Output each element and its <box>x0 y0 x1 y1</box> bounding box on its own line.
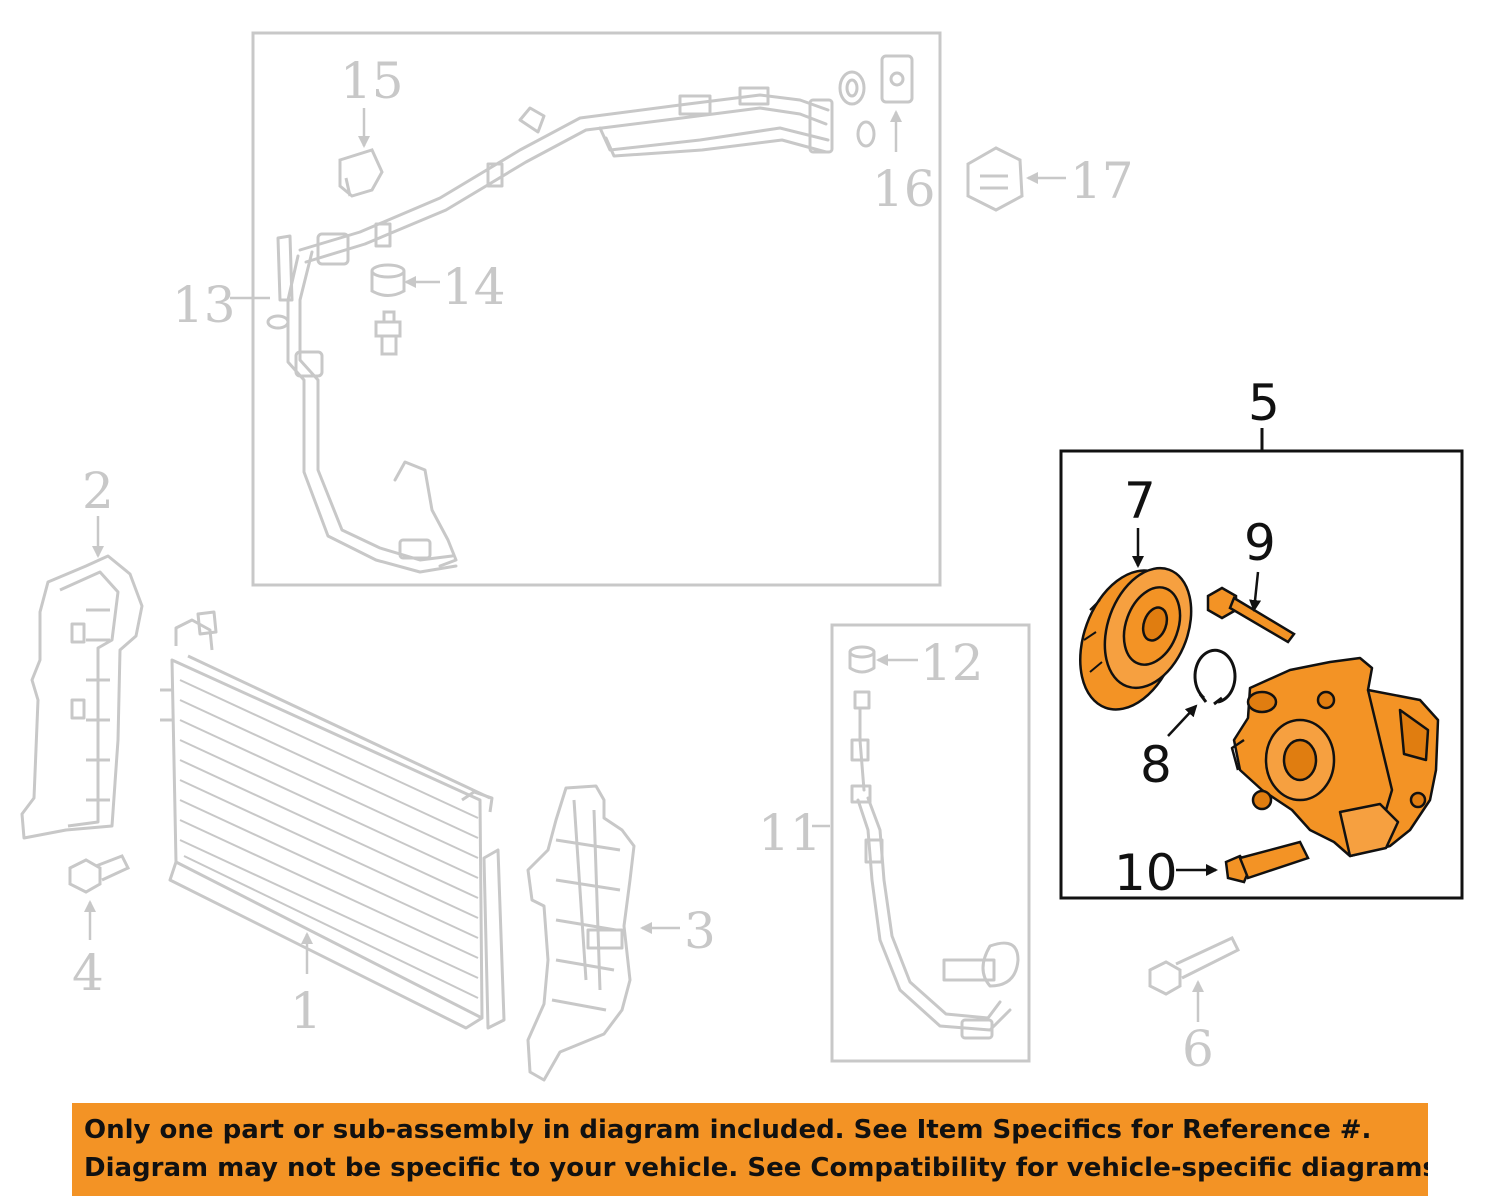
callout-8: 8 <box>1140 736 1172 794</box>
leader-9 <box>1249 571 1262 612</box>
callout-16: 16 <box>872 160 936 218</box>
condenser-fins <box>179 679 479 999</box>
part-7-pulley <box>1079 566 1193 711</box>
callout-3: 3 <box>684 902 716 960</box>
callout-12: 12 <box>920 634 984 692</box>
callout-10: 10 <box>1114 844 1178 902</box>
callout-5: 5 <box>1248 374 1280 432</box>
callout-13: 13 <box>172 276 236 334</box>
callout-1: 1 <box>290 982 322 1040</box>
part-16-valve <box>838 54 914 148</box>
leader-lines <box>84 108 1262 1022</box>
part-15-cap <box>338 148 384 198</box>
disclaimer-line-2: Diagram may not be specific to your vehi… <box>84 1153 1428 1183</box>
ac-line-part <box>266 86 834 574</box>
part-6-bolt <box>1148 936 1241 996</box>
callout-17: 17 <box>1070 152 1134 210</box>
callout-11: 11 <box>758 804 822 862</box>
ac-line-box <box>251 31 942 587</box>
part-10-valve <box>1224 840 1310 884</box>
liquid-line-box <box>830 623 1031 1063</box>
part-17-switch <box>966 146 1024 212</box>
callout-6: 6 <box>1182 1020 1214 1078</box>
disclaimer-line-1: Only one part or sub-assembly in diagram… <box>84 1115 1372 1145</box>
compressor-body <box>1230 656 1440 858</box>
part-9-bolt <box>1206 586 1296 644</box>
disclaimer-banner: Only one part or sub-assembly in diagram… <box>72 1103 1428 1196</box>
callout-14: 14 <box>442 258 506 316</box>
part-1-condenser <box>160 610 506 1030</box>
callout-2: 2 <box>82 462 114 520</box>
part-3-air-guide <box>526 784 636 1082</box>
leader-8 <box>1167 704 1198 737</box>
part-4-bolt <box>68 854 131 894</box>
callout-9: 9 <box>1244 514 1276 572</box>
part-2-air-guide <box>20 554 144 840</box>
callout-15: 15 <box>340 52 404 110</box>
callout-7: 7 <box>1124 472 1156 530</box>
callout-4: 4 <box>72 944 104 1002</box>
part-8-snap-ring <box>1193 648 1237 706</box>
part-14-cap <box>370 263 406 356</box>
liquid-line-part <box>848 645 1020 1040</box>
